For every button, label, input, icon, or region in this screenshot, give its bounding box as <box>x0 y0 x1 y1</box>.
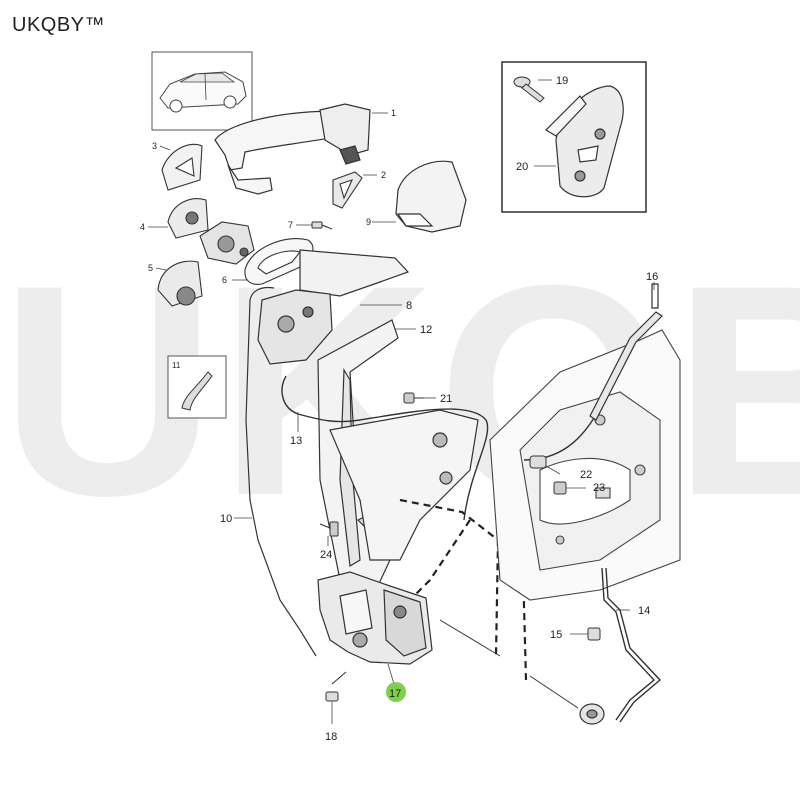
callout-24: 24 <box>320 549 332 561</box>
part-4-lock-cylinder-housing <box>167 198 209 239</box>
callout-1: 1 <box>391 108 396 118</box>
part-3-cover-cap <box>161 143 203 191</box>
part-19-screw <box>513 76 545 103</box>
callout-5: 5 <box>148 263 153 273</box>
part-16-rod <box>589 283 663 421</box>
part-10-rod <box>245 286 317 657</box>
callout-6: 6 <box>222 275 227 285</box>
part-5-handle-end-cap <box>157 260 203 307</box>
part-21-bolt <box>403 392 424 404</box>
door-inner-panel <box>489 329 681 601</box>
callout-23: 23 <box>593 482 605 494</box>
part-11-cable-clip: 11 <box>167 355 227 419</box>
callout-14: 14 <box>638 605 650 617</box>
brand-logo-text: UKQBY™ <box>12 14 106 36</box>
part-8-handle-frame <box>257 249 410 365</box>
callout-8: 8 <box>406 300 412 312</box>
part-18-screw <box>325 671 347 702</box>
callout-17: 17 <box>389 688 401 700</box>
callout-13: 13 <box>290 435 302 447</box>
callout-15: 15 <box>550 629 562 641</box>
callout-10: 10 <box>220 513 232 525</box>
part-1-outer-handle <box>214 103 371 195</box>
part-7-screw <box>311 221 333 230</box>
callout-16: 16 <box>646 271 658 283</box>
part-20-striker-plate <box>545 85 624 198</box>
callout-21: 21 <box>440 393 452 405</box>
regulator-plate <box>329 409 479 561</box>
part-22-grommet <box>529 455 547 469</box>
part-17-door-lock-actuator <box>317 571 433 665</box>
car-thumbnail <box>151 51 253 131</box>
callout-20: 20 <box>516 161 528 173</box>
part-14-rod <box>601 567 662 723</box>
callout-22: 22 <box>580 469 592 481</box>
door-seal-grommet <box>579 703 605 725</box>
lock-mechanism <box>199 221 255 265</box>
callout-2: 2 <box>381 170 386 180</box>
part-9-cover <box>395 160 467 233</box>
callout-11: 11 <box>172 361 181 370</box>
part-6-gasket <box>244 238 314 285</box>
part-24-stud <box>319 521 339 537</box>
callout-4: 4 <box>140 222 145 232</box>
part-23-nut <box>553 481 567 495</box>
highlight-marker-17 <box>386 682 406 702</box>
part-15-clip <box>587 627 601 641</box>
callout-7: 7 <box>288 220 293 230</box>
inset-box: 19 20 <box>501 61 647 213</box>
callout-18: 18 <box>325 731 337 743</box>
callout-9: 9 <box>366 217 371 227</box>
part-2-handle-gasket <box>332 171 363 209</box>
callout-12: 12 <box>420 324 432 336</box>
callout-3: 3 <box>152 141 157 151</box>
callout-19: 19 <box>556 75 568 87</box>
